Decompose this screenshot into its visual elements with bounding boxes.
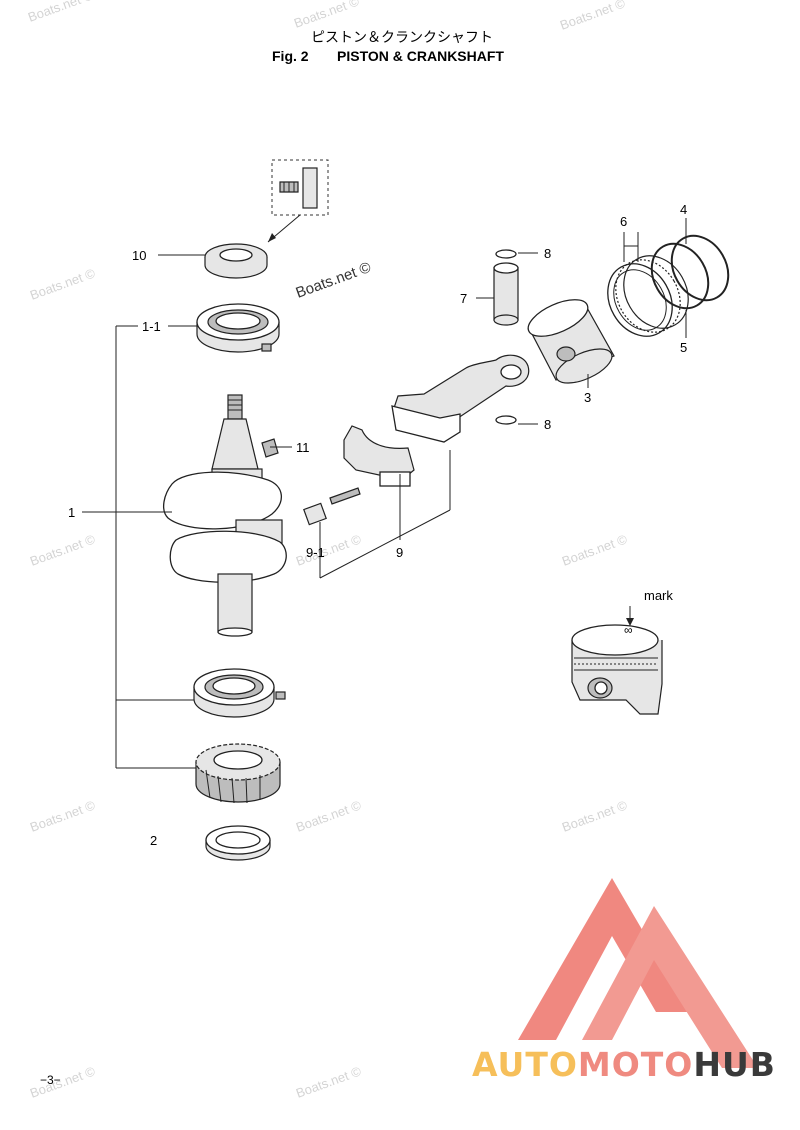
figure-label: Fig. 2 [272,48,309,64]
callout-11: 11 [296,440,310,455]
title-japanese: ピストン＆クランクシャフト [311,30,493,46]
part-top-ring [650,242,710,310]
automotohub-logo: AUTOMOTOHUB [472,878,776,1084]
part-woodruff-key [261,438,279,458]
logo-moto: MOTO [578,1045,693,1084]
watermark: Boats.net © [28,797,98,835]
part-pin-clip-top [495,249,517,259]
logo-auto: AUTO [472,1045,578,1084]
leader-lines [82,218,687,769]
bearing-pin [261,343,272,352]
part-oil-seal [204,243,268,279]
watermark: Boats.net © [28,531,98,569]
logo-triangle-left [518,878,690,1040]
watermark: Boats.net © [294,1063,364,1101]
part-crankshaft [162,394,287,637]
callout-1: 1 [68,505,75,520]
watermark: Boats.net © [294,797,364,835]
callout-2: 2 [150,833,157,848]
watermark: Boats.net © [26,0,96,25]
title-english: PISTON & CRANKSHAFT [337,48,504,64]
piston-mark-detail: ∞ [571,623,663,715]
page-number: −3− [40,1073,61,1087]
logo-hub: HUB [693,1045,776,1084]
callout-10: 10 [132,248,146,263]
part-upper-bearing [196,303,280,353]
callout-labels: 10 1-1 1 2 11 8 7 8 3 6 4 5 9 9-1 mark [68,202,687,848]
callout-7: 7 [460,291,467,306]
part-connecting-rod [391,354,530,443]
callout-9-1: 9-1 [306,545,325,560]
watermark: Boats.net © [560,797,630,835]
part-washer [205,825,271,861]
watermark: Boats.net © [560,531,630,569]
logo-triangle-right [582,906,758,1068]
part-lower-bearing [193,668,286,718]
part-rod-bolt [303,487,361,526]
part-pin-clip-bottom [495,415,517,425]
bearing-pin [275,691,286,700]
part-piston-pin [493,262,519,326]
watermark: Boats.net © [558,0,628,33]
logo-wordmark: AUTOMOTOHUB [472,1045,776,1084]
watermark: Boats.net © [28,265,98,303]
part-drive-gear [195,743,281,804]
callout-mark: mark [644,588,673,603]
callout-6: 6 [620,214,627,229]
detail-inset [267,159,329,243]
callout-8-bottom: 8 [544,417,551,432]
watermark: Boats.net © [294,531,364,569]
part-second-ring [670,234,730,302]
mark-symbol: ∞ [624,623,633,637]
part-oil-ring-set [607,255,689,337]
part-piston [527,299,615,384]
callout-3: 3 [584,390,591,405]
callout-4: 4 [680,202,687,217]
callout-1-1: 1-1 [142,319,161,334]
callout-8-top: 8 [544,246,551,261]
callout-5: 5 [680,340,687,355]
inset-bearing-race [302,167,318,209]
callout-9: 9 [396,545,403,560]
inset-arrow-head [268,233,276,242]
watermark: Boats.net © [28,1063,98,1101]
watermark: Boats.net © [294,259,374,302]
watermark: Boats.net © [292,0,362,31]
part-rod-cap [343,425,415,487]
